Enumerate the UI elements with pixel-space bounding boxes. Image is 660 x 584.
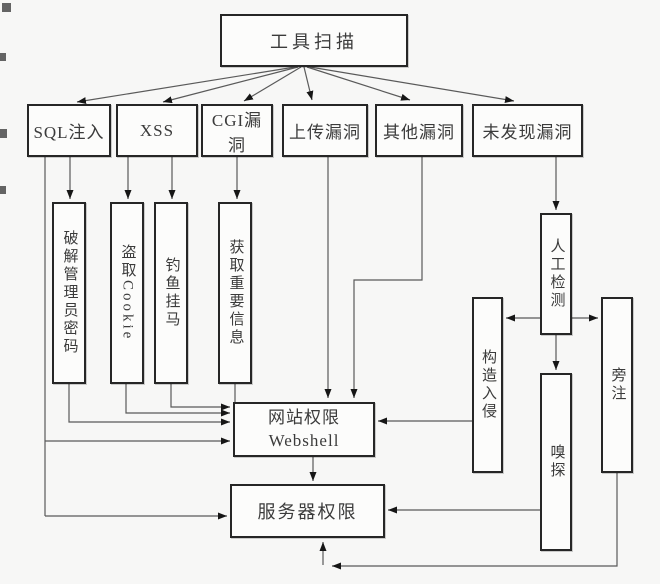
edge-sidenote-bottom-run [332,473,618,570]
node-phishing-trojan-label: 钓鱼挂马 [163,257,180,329]
edge-cookie-webshell [125,384,230,417]
node-xss-label: XSS [139,120,175,140]
node-construct-intrusion-label: 构造入侵 [480,349,496,421]
node-server-privilege-label: 服务器权限 [257,502,358,522]
node-manual-detection-label: 人工检测 [548,238,565,310]
scan-artifact [0,186,6,194]
node-webshell-label-en: Webshell [268,430,340,450]
node-webshell-label-cn: 网站权限 [268,408,340,428]
edge-phishing-webshell [170,384,230,411]
scan-artifact [0,129,7,138]
node-steal-cookie-label: 盗取Cookie [119,244,136,342]
edge-toolscan-upload [303,66,314,101]
node-construct-intrusion: 构造入侵 [472,297,503,473]
node-sql-injection-label: SQL注入 [33,123,105,142]
node-other-vuln-label: 其他漏洞 [383,123,455,142]
node-upload-vuln: 上传漏洞 [282,104,368,157]
node-side-note: 旁注 [601,297,633,473]
node-other-vuln: 其他漏洞 [375,104,463,157]
node-no-vuln-found-label: 未发现漏洞 [482,123,573,142]
node-tool-scan: 工具扫描 [220,14,408,67]
scan-artifact [2,3,11,12]
node-webshell: 网站权限 Webshell [233,402,375,457]
node-manual-detection: 人工检测 [540,213,572,335]
node-tool-scan-label: 工具扫描 [270,31,358,52]
node-get-key-info-label: 获取重要信息 [227,239,244,347]
node-server-privilege: 服务器权限 [230,484,385,538]
edge-toolscan-cgi [243,66,302,102]
node-upload-vuln-label: 上传漏洞 [289,123,361,142]
edge-toolscan-xss [162,66,299,104]
edge-toolscan-sql [76,66,296,105]
edge-toolscan-other [306,66,411,101]
node-phishing-trojan: 钓鱼挂马 [154,202,188,384]
node-cgi-vuln-label: CGI漏洞 [211,110,263,155]
node-crack-admin-password-label: 破解管理员密码 [61,230,78,356]
node-sniffing: 嗅探 [540,373,572,551]
scan-artifact [0,53,6,61]
edge-crackpwd-webshell [68,384,230,426]
node-side-note-label: 旁注 [609,367,626,403]
node-sql-injection: SQL注入 [27,104,111,157]
node-xss: XSS [116,104,198,157]
node-cgi-vuln: CGI漏洞 [201,104,273,157]
node-no-vuln-found: 未发现漏洞 [472,104,583,157]
node-crack-admin-password: 破解管理员密码 [52,202,86,384]
edge-other-webshell [350,157,423,398]
node-get-key-info: 获取重要信息 [218,202,252,384]
node-steal-cookie: 盗取Cookie [110,202,144,384]
edge-toolscan-undiscovered [309,66,515,103]
node-sniffing-label: 嗅探 [548,444,565,480]
